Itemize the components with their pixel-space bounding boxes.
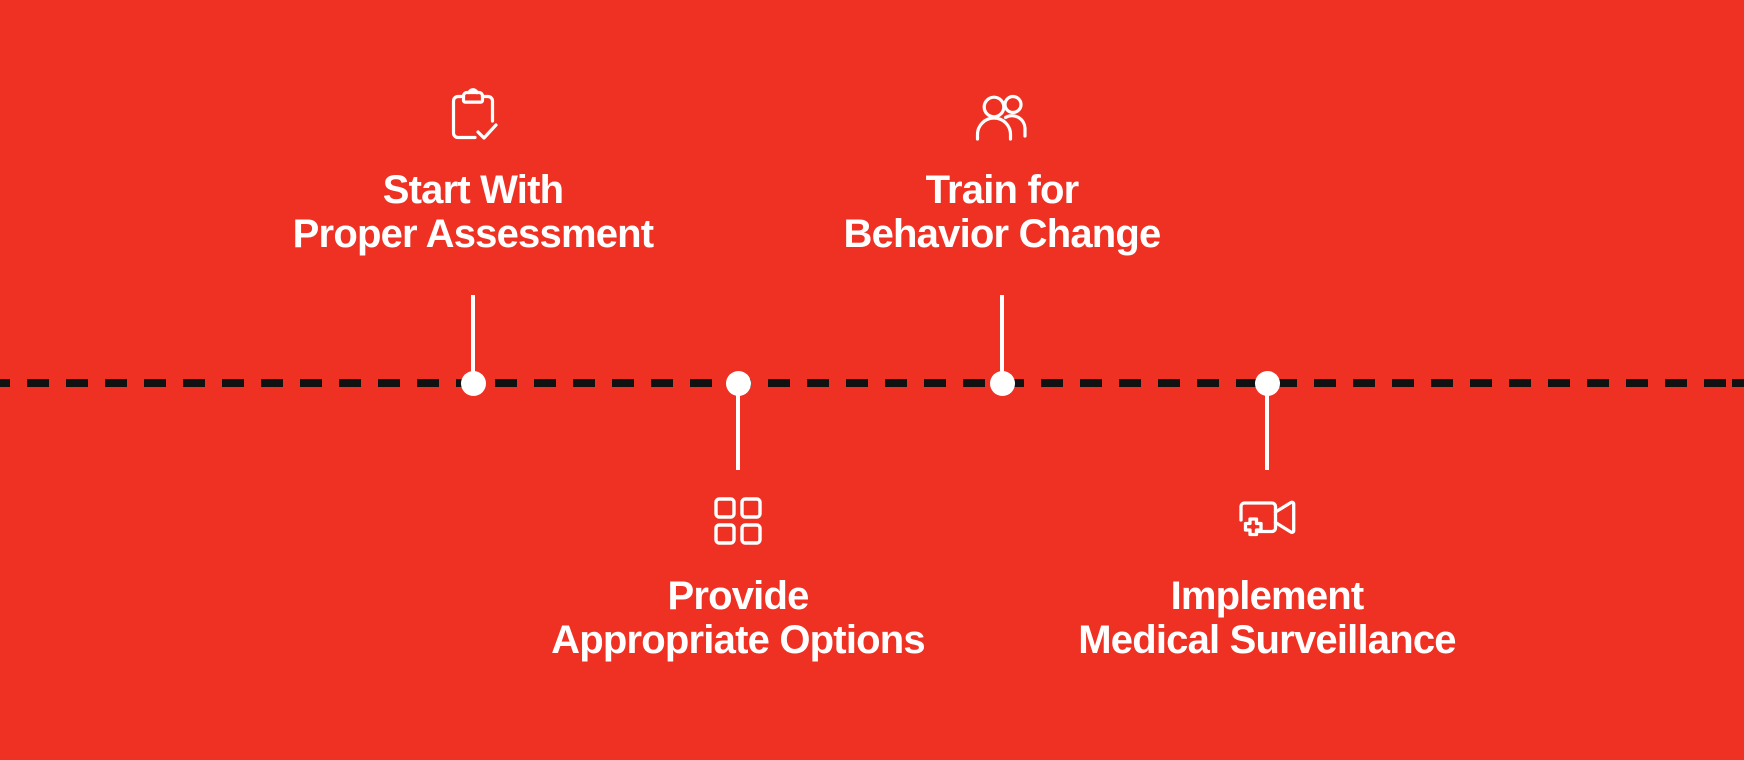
milestone-label-line-2: Behavior Change xyxy=(843,212,1162,256)
people-group-icon xyxy=(742,88,1262,146)
milestone-label: Implement Medical Surveillance xyxy=(1007,574,1527,662)
milestone-label-line-2: Medical Surveillance xyxy=(1078,618,1456,662)
milestone-label-line-1: Implement xyxy=(1170,574,1365,618)
grid-options-icon xyxy=(478,492,998,550)
connector-stem xyxy=(471,295,475,385)
connector-stem xyxy=(1265,380,1269,470)
milestone-label-line-2: Proper Assessment xyxy=(292,212,654,256)
milestone-label: Train for Behavior Change xyxy=(742,168,1262,256)
milestone-label: Provide Appropriate Options xyxy=(478,574,998,662)
milestone-label-line-2: Appropriate Options xyxy=(551,618,925,662)
timeline-dashed-axis xyxy=(0,379,1744,387)
milestone-label-line-1: Start With xyxy=(382,168,564,212)
milestone-content: Implement Medical Surveillance xyxy=(1007,492,1527,662)
milestone-label: Start With Proper Assessment xyxy=(213,168,733,256)
connector-stem xyxy=(736,380,740,470)
milestone-label-line-1: Provide xyxy=(667,574,809,618)
medical-video-camera-icon xyxy=(1007,492,1527,550)
milestone-content: Train for Behavior Change xyxy=(742,88,1262,256)
milestone-content: Provide Appropriate Options xyxy=(478,492,998,662)
milestone-content: Start With Proper Assessment xyxy=(213,88,733,256)
clipboard-check-icon xyxy=(213,88,733,146)
connector-stem xyxy=(1000,295,1004,385)
milestone-label-line-1: Train for xyxy=(925,168,1080,212)
